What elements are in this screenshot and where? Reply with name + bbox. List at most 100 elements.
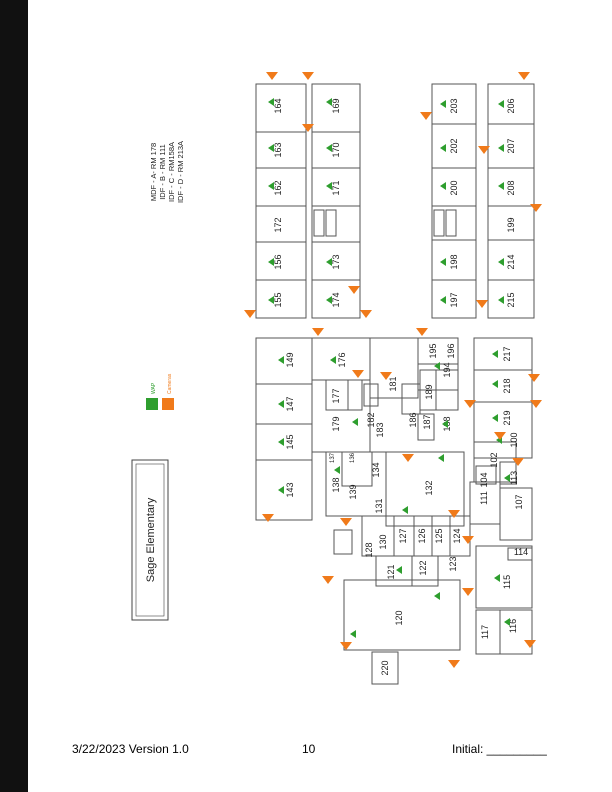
wap-icon [440, 182, 446, 190]
wap-icon [326, 98, 332, 106]
wap-icon [492, 414, 498, 422]
room-label: 163 [273, 142, 283, 157]
room-label: 202 [449, 138, 459, 153]
camera-icon [244, 310, 256, 318]
idf-list: MDF - A- RM 178 IDF - B - RM 111 IDF - C… [149, 141, 185, 203]
room-label: 139 [348, 484, 358, 499]
room-label: 113 [509, 471, 519, 485]
camera-icon [462, 536, 474, 544]
camera-icon [312, 328, 324, 336]
room-label: 143 [285, 482, 295, 497]
room-label: 187 [422, 414, 432, 429]
wap-icon [440, 296, 446, 304]
room-label: 131 [374, 498, 384, 513]
camera-icon [322, 576, 334, 584]
room-label: 203 [449, 98, 459, 113]
wap-icon [334, 466, 340, 474]
room-label: 164 [273, 98, 283, 113]
camera-icon [348, 286, 360, 294]
room-label: 115 [502, 575, 512, 589]
camera-icon [512, 458, 524, 466]
school-title: Sage Elementary [145, 497, 157, 582]
room-label: 173 [331, 254, 341, 269]
room-label: 181 [388, 376, 398, 391]
room-label: 174 [331, 292, 341, 307]
room-label: 138 [331, 477, 341, 492]
camera-icon [530, 400, 542, 408]
left-dark-bar [0, 0, 28, 792]
wap-icon [438, 454, 444, 462]
wap-icon [434, 362, 440, 370]
room-label: 117 [480, 625, 490, 639]
school-title-box: Sage Elementary [131, 459, 169, 621]
room-label: 121 [386, 564, 396, 579]
room-label: 196 [446, 343, 456, 358]
legend-wap-label: WAP [151, 382, 157, 394]
wap-icon [396, 566, 402, 574]
room-label: 111 [479, 491, 489, 505]
wap-icon [498, 296, 504, 304]
camera-icon [448, 660, 460, 668]
room-label: 130 [378, 534, 388, 549]
wap-icon [278, 438, 284, 446]
camera-icon [340, 518, 352, 526]
room-label: 199 [506, 217, 516, 232]
room-label: 195 [428, 343, 438, 358]
camera-icon [416, 328, 428, 336]
camera-icon [528, 374, 540, 382]
room-label: 182 [366, 412, 376, 427]
camera-icon [420, 112, 432, 120]
room-label: 206 [506, 98, 516, 113]
room-label: 132 [424, 480, 434, 495]
room-label: 114 [514, 547, 528, 557]
camera-icon [476, 300, 488, 308]
room-label: 179 [331, 416, 341, 431]
wap-icon [504, 474, 510, 482]
room-label: 126 [417, 528, 427, 543]
camera-icon [340, 642, 352, 650]
wap-icon [268, 296, 274, 304]
room-label: 100 [509, 432, 519, 447]
room-label: 107 [514, 494, 524, 509]
camera-icon [302, 124, 314, 132]
room-label: 176 [337, 352, 347, 367]
room-label: 155 [273, 292, 283, 307]
wap-icon [434, 592, 440, 600]
camera-icon [518, 72, 530, 80]
room-label: 128 [364, 542, 374, 557]
idf-line-2: IDF - B - RM 111 [158, 144, 167, 200]
wap-icon [504, 618, 510, 626]
wap-icon [442, 420, 448, 428]
room-label: 162 [273, 180, 283, 195]
camera-icon [462, 588, 474, 596]
legend-wap-swatch [146, 398, 158, 410]
camera-icon [524, 640, 536, 648]
footer-initial-field: Initial: _________ [452, 742, 547, 756]
room-label: 200 [449, 180, 459, 195]
wap-icon [440, 100, 446, 108]
footer-page-number: 10 [302, 742, 316, 756]
camera-icon [262, 514, 274, 522]
room-label: 172 [273, 217, 283, 232]
room-label: 194 [442, 362, 452, 377]
room-label: 136 [350, 452, 356, 463]
camera-icon [402, 454, 414, 462]
camera-icon [302, 72, 314, 80]
wap-icon [498, 144, 504, 152]
idf-line-3: IDF - C - RM158A [167, 142, 176, 202]
wap-icon [326, 296, 332, 304]
wap-icon [326, 144, 332, 152]
wap-icon [268, 98, 274, 106]
wap-icon [330, 356, 336, 364]
room-label: 186 [408, 412, 418, 427]
wap-icon [498, 182, 504, 190]
room-label: 208 [506, 180, 516, 195]
room-label: 145 [285, 434, 295, 449]
room-label: 120 [394, 610, 404, 625]
room-label: 170 [331, 142, 341, 157]
room-label: 177 [331, 388, 341, 403]
room-label: 102 [489, 452, 499, 467]
room-label: 217 [502, 346, 512, 361]
room-label: 147 [285, 396, 295, 411]
